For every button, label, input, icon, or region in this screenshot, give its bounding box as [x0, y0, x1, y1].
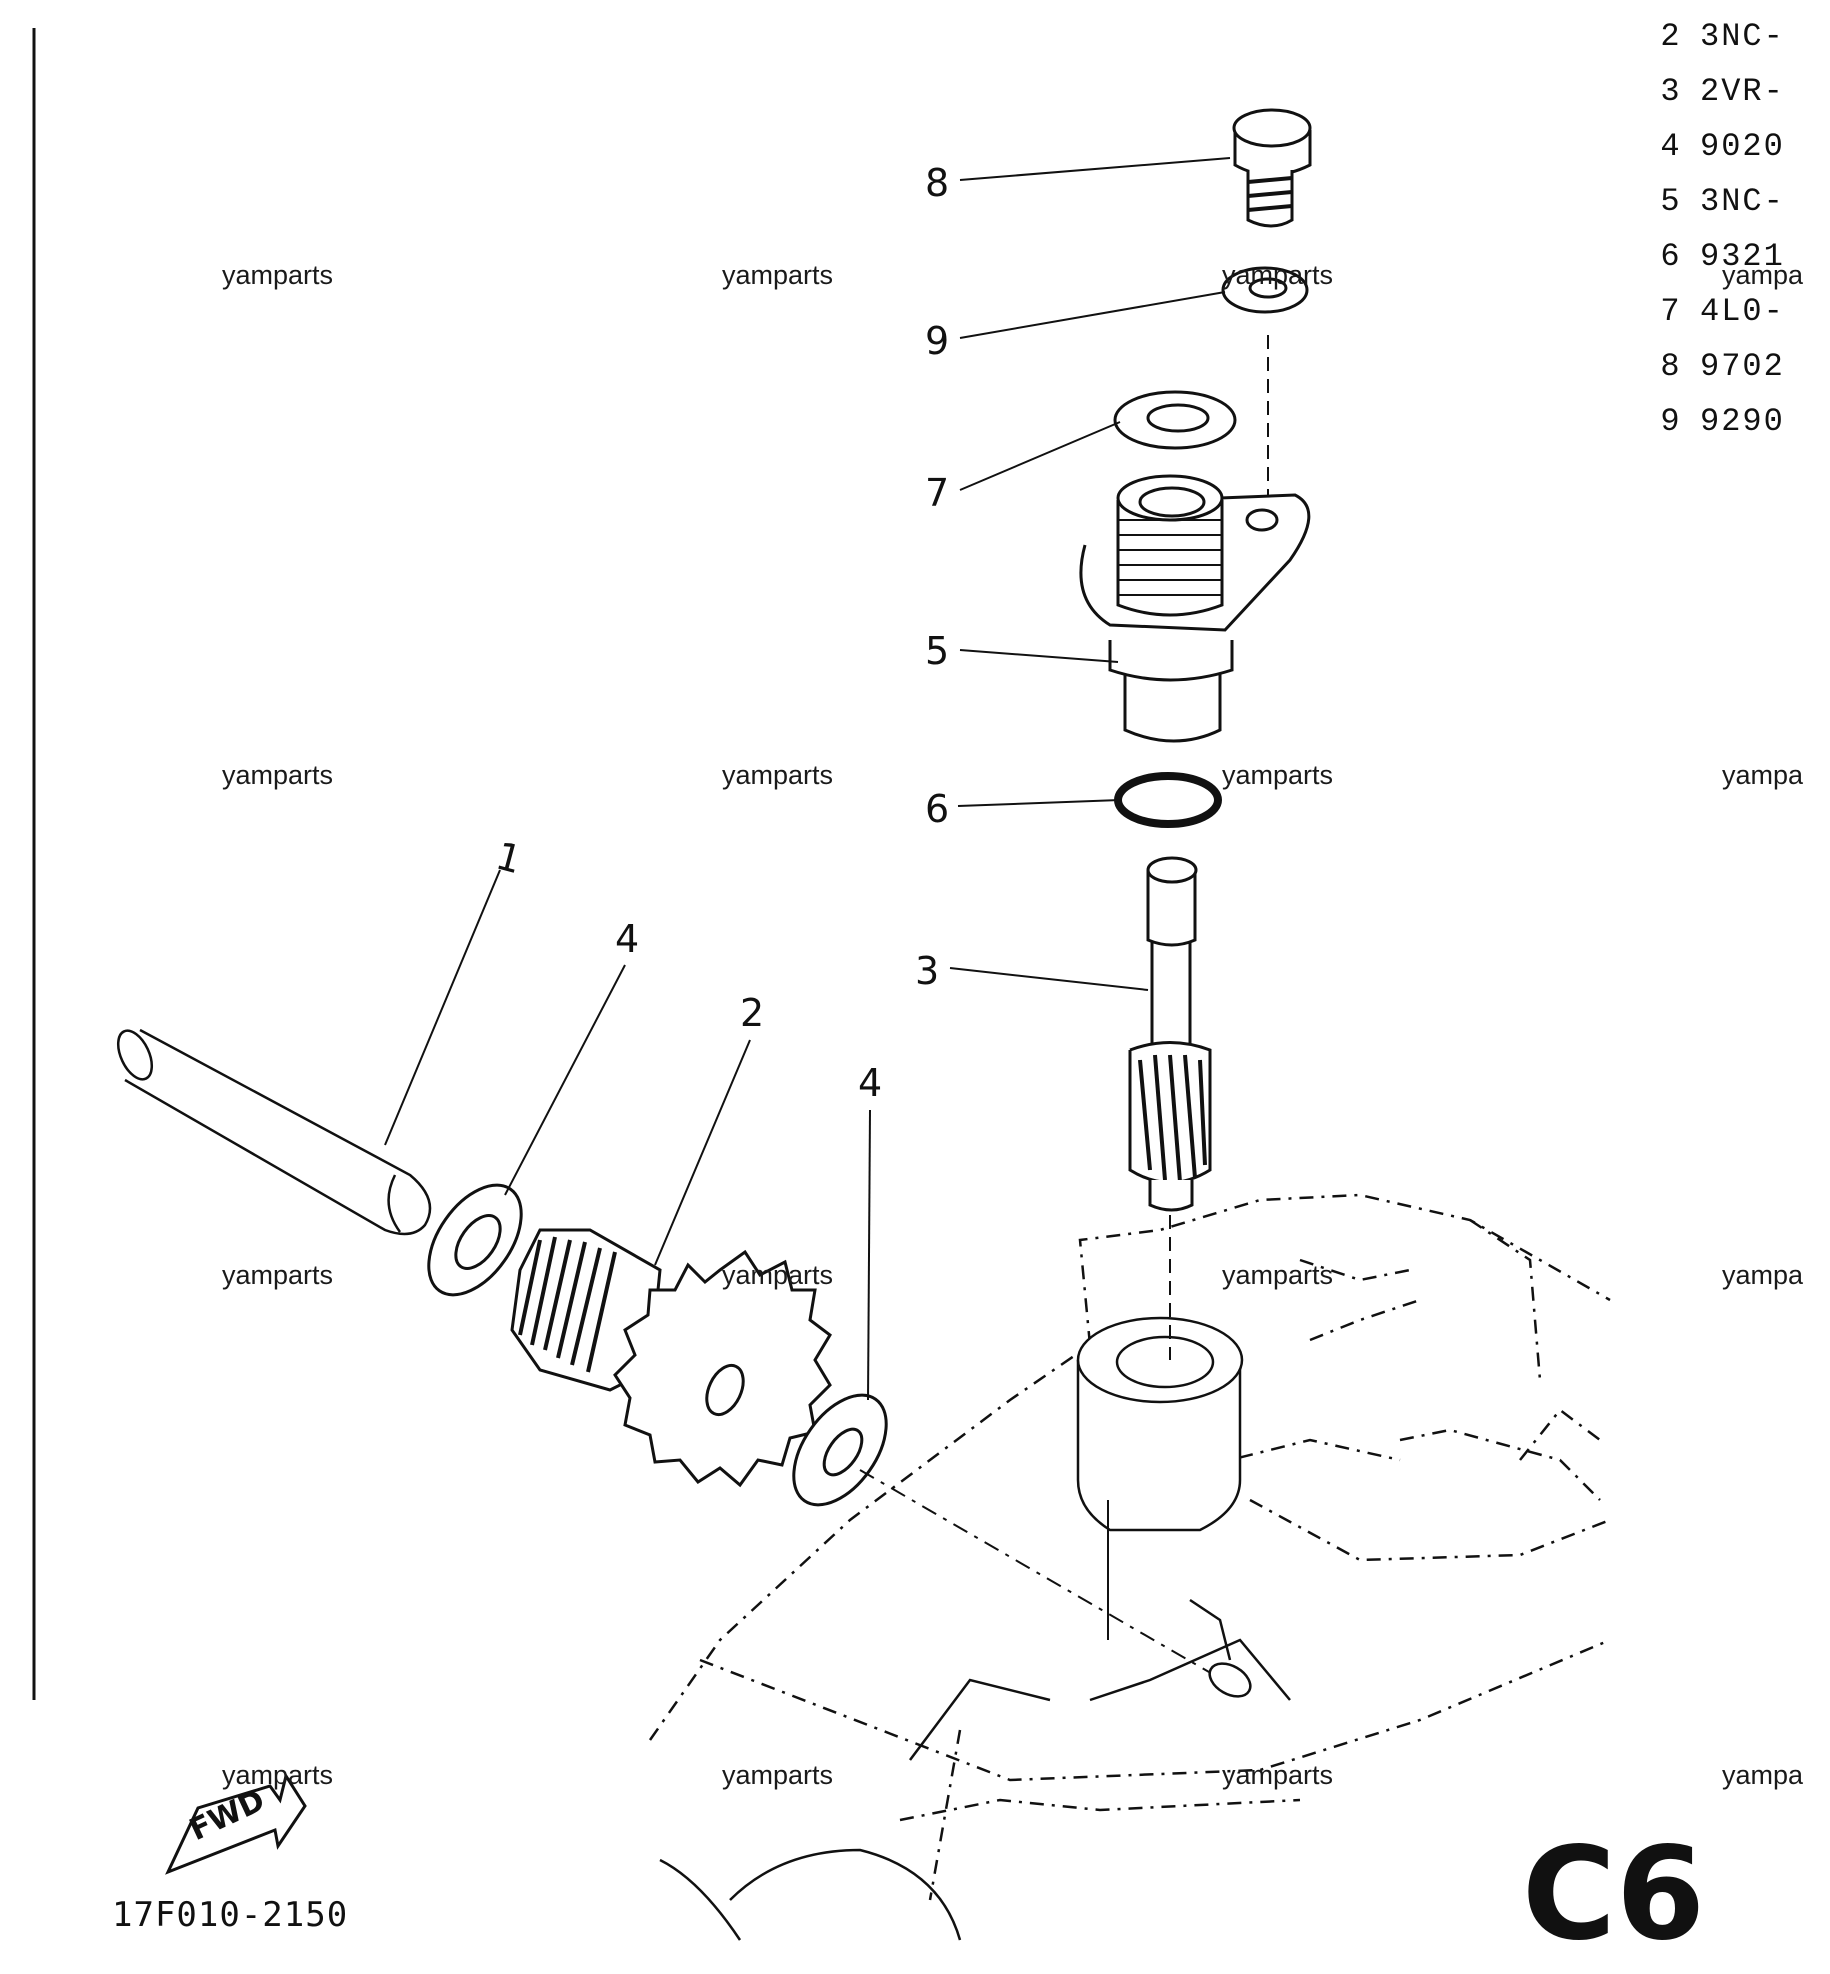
part-number: 6: [1660, 238, 1680, 275]
callout-4-left: 4: [615, 917, 639, 961]
parts-list-row: 3 2VR-: [1640, 73, 1830, 128]
part-number: 7: [1660, 293, 1680, 330]
part-number: 4: [1660, 128, 1680, 165]
part-number: 8: [1660, 348, 1680, 385]
part-code: 9020: [1700, 128, 1785, 165]
part-code: 9290: [1700, 403, 1785, 440]
part-9-washer: [1221, 266, 1309, 314]
watermark: yamparts: [222, 760, 334, 790]
part-code: 4L0-: [1700, 293, 1785, 330]
part-2-gear: [510, 1228, 832, 1488]
callout-9: 9: [925, 319, 949, 363]
watermark: yampa: [1722, 760, 1804, 790]
callout-7: 7: [925, 471, 949, 515]
parts-list-row: 6 9321: [1640, 238, 1830, 293]
part-number: 9: [1660, 403, 1680, 440]
callout-5: 5: [925, 629, 949, 673]
part-4-washer-left: [427, 1183, 523, 1297]
housing-bore: [1208, 1662, 1252, 1698]
watermark: yamparts: [1222, 1260, 1334, 1290]
part-number: 2: [1660, 18, 1680, 55]
parts-list-row: 7 4L0-: [1640, 293, 1830, 348]
watermark: yampa: [1722, 260, 1804, 290]
part-6-oring: [1114, 772, 1222, 828]
watermark: yamparts: [222, 1760, 334, 1790]
callout-6: 6: [925, 787, 949, 831]
parts-list-row: 9 9290: [1640, 403, 1830, 458]
callout-1: 1: [491, 834, 526, 883]
callout-2: 2: [740, 991, 764, 1035]
part-7-seal: [1113, 390, 1237, 450]
parts-list-row: 8 9702: [1640, 348, 1830, 403]
watermark: yamparts: [222, 260, 334, 290]
housing-boss: [1076, 1316, 1244, 1532]
part-code: 2VR-: [1700, 73, 1785, 110]
part-8-bolt: [1232, 108, 1312, 228]
fwd-arrow: [165, 1772, 307, 1875]
part-3-driven-gear: [1128, 856, 1212, 1212]
parts-list: 2 3NC- 3 2VR- 4 9020 5 3NC- 6 9321 7 4L0- 8 970…: [1640, 18, 1830, 458]
housing-outline: [648, 1193, 1611, 1901]
part-1-shaft: [116, 1028, 432, 1236]
callout-3: 3: [915, 949, 939, 993]
parts-list-row: 2 3NC-: [1640, 18, 1830, 73]
watermark: yamparts: [722, 260, 834, 290]
leader-lines: [384, 157, 1231, 1401]
page-code: C6: [1522, 1820, 1705, 1969]
assembly-axis-horizontal: [859, 1469, 1241, 1691]
watermark: yamparts: [222, 1260, 334, 1290]
callout-8: 8: [925, 161, 949, 205]
part-code: 9702: [1700, 348, 1785, 385]
callout-4-right: 4: [858, 1061, 882, 1105]
part-code: 3NC-: [1700, 18, 1785, 55]
watermark: yamparts: [1222, 760, 1334, 790]
housing-details: [659, 1598, 1291, 1941]
watermark: yampa: [1722, 1760, 1804, 1790]
part-4-washer-right: [792, 1393, 888, 1507]
drawing-code: 17F010-2150: [112, 1895, 349, 1935]
watermark: yampa: [1722, 1260, 1804, 1290]
part-number: 5: [1660, 183, 1680, 220]
watermark: yamparts: [1222, 260, 1334, 290]
callouts: 1 2 3 4 4 5 6 7 8 9: [491, 161, 949, 1105]
part-number: 3: [1660, 73, 1680, 110]
parts-list-row: 5 3NC-: [1640, 183, 1830, 238]
watermark: yamparts: [722, 760, 834, 790]
parts-list-row: 4 9020: [1640, 128, 1830, 183]
watermark: yamparts: [722, 1760, 834, 1790]
part-code: 3NC-: [1700, 183, 1785, 220]
part-code: 9321: [1700, 238, 1785, 275]
part-5-sleeve: [1079, 474, 1311, 743]
watermark: yamparts: [722, 1260, 834, 1290]
watermark: yamparts: [1222, 1760, 1334, 1790]
